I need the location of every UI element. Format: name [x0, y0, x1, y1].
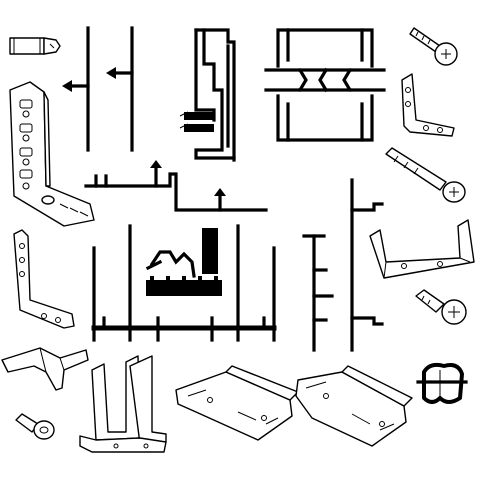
u-bracket	[369, 219, 475, 279]
angle-bracket-large	[9, 81, 95, 227]
base-rail-profile	[84, 160, 268, 212]
double-channel-profile	[264, 28, 386, 142]
post-bracket	[79, 355, 167, 453]
anchor-screw	[385, 147, 466, 203]
j-profile	[302, 234, 334, 352]
t-profile-right	[106, 26, 134, 152]
track-profile	[91, 224, 277, 342]
mounting-plate-left	[175, 365, 299, 441]
angle-bracket-small	[401, 73, 455, 137]
small-screw	[15, 413, 55, 440]
set-screw	[9, 37, 61, 55]
t-profile-left	[62, 26, 90, 152]
vertical-profile	[350, 178, 384, 352]
saddle-clip	[1, 347, 89, 391]
long-screw	[409, 27, 458, 66]
l-bracket	[13, 229, 75, 329]
rubber-seal	[416, 362, 468, 404]
short-screw	[415, 289, 467, 325]
door-frame-profile	[179, 28, 236, 162]
mounting-plate-right	[295, 365, 413, 447]
